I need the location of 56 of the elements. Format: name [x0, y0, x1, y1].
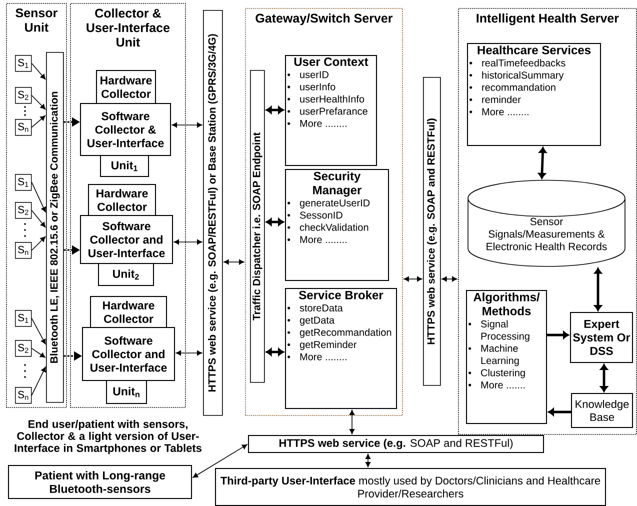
arrow	[600, 364, 608, 392]
arrow	[31, 115, 46, 128]
component-box: Expert System Or DSS	[570, 312, 633, 363]
sensor-box: S$_{1}$	[15, 310, 32, 327]
component-box: Third-party User-Interface mostly used by Doctors/Clinicians and Healthcare Provider/Researchers	[215, 468, 606, 506]
sensor-box: S$_{1}$	[15, 174, 32, 191]
sensor-box: S$_{n}$	[15, 387, 32, 404]
component-box: HTTPS web service (e.g. SOAP and RESTFul)	[248, 435, 544, 453]
caption-text: End user/patient with sensors, Collector & a light version of User-Interface in Smartphones or Tablets	[14, 420, 202, 454]
database-cylinder: Sensor Signals/Measurements & Electronic Health Records	[468, 180, 626, 267]
sensor-box: S$_{2}$	[15, 87, 32, 104]
arrow	[594, 268, 602, 312]
arrow	[365, 454, 371, 468]
arrow	[174, 239, 202, 245]
arrow	[31, 210, 46, 228]
component-box: Hardware Collector	[88, 184, 156, 216]
communication-bar: HTTPS web service (e.g. SOAP and RESTFul)	[423, 77, 441, 386]
arrow	[31, 318, 46, 344]
sensor-box: S$_{2}$	[15, 202, 32, 219]
component-box: Security Manager generateUserID SessonID checkValidation More ........	[285, 169, 389, 281]
arrow	[538, 146, 547, 179]
arrow	[548, 408, 571, 416]
component-box: Patient with Long-range Bluetooth-sensors	[8, 465, 192, 499]
arrow	[31, 62, 46, 80]
arrow	[31, 348, 46, 358]
component-box: Unit$_{n}$	[106, 380, 147, 404]
sensor-box: S$_{2}$	[15, 340, 32, 357]
sensor-box: S$_{n}$	[15, 242, 32, 259]
arrow	[266, 348, 284, 356]
communication-bar: HTTPS web service (e.g. SOAP/RESTFul) or Base Station (GPRS/3G/4G)	[203, 10, 223, 416]
component-box: Healthcare Services realTimefeedbacks historicalSummary recommandation reminder More ........	[467, 43, 601, 146]
component-box: Unit$_{2}$	[98, 263, 154, 286]
arrow	[442, 276, 458, 282]
arrow	[31, 182, 46, 212]
arrow	[31, 236, 46, 251]
component-box: Unit$_{1}$	[100, 155, 149, 177]
component-box: User Context userID userInfo userHealthInfo userPrefarance More ........	[285, 55, 377, 166]
arrow	[404, 276, 422, 282]
arrow	[266, 218, 284, 226]
sensor-box: S$_{n}$	[15, 119, 32, 136]
component-box: Knowledge Base	[571, 393, 633, 428]
arrow	[172, 122, 202, 128]
communication-bar: Traffic Dispatcher i.e. SOAP Endpoint	[250, 70, 265, 383]
communication-bar: Bluetooth LE, IEEE 802.15.6 or ZigBee Communication	[46, 52, 64, 403]
arrow	[266, 106, 284, 114]
component-box: Service Broker storeData getData getRecommandation getReminder More ........	[285, 288, 397, 409]
sensor-box: S$_{1}$	[15, 55, 32, 72]
component-box: Hardware Collector	[96, 70, 156, 104]
arrow	[31, 94, 46, 110]
arrow	[192, 444, 248, 478]
arrow	[547, 331, 570, 339]
component-box: Hardware Collector	[90, 296, 167, 328]
arrow	[176, 350, 202, 356]
component-box: Algorithms/ Methods Signal Processing Machine Learning Clustering More .......	[466, 290, 547, 424]
arrow	[224, 259, 244, 265]
arrow	[349, 410, 355, 434]
